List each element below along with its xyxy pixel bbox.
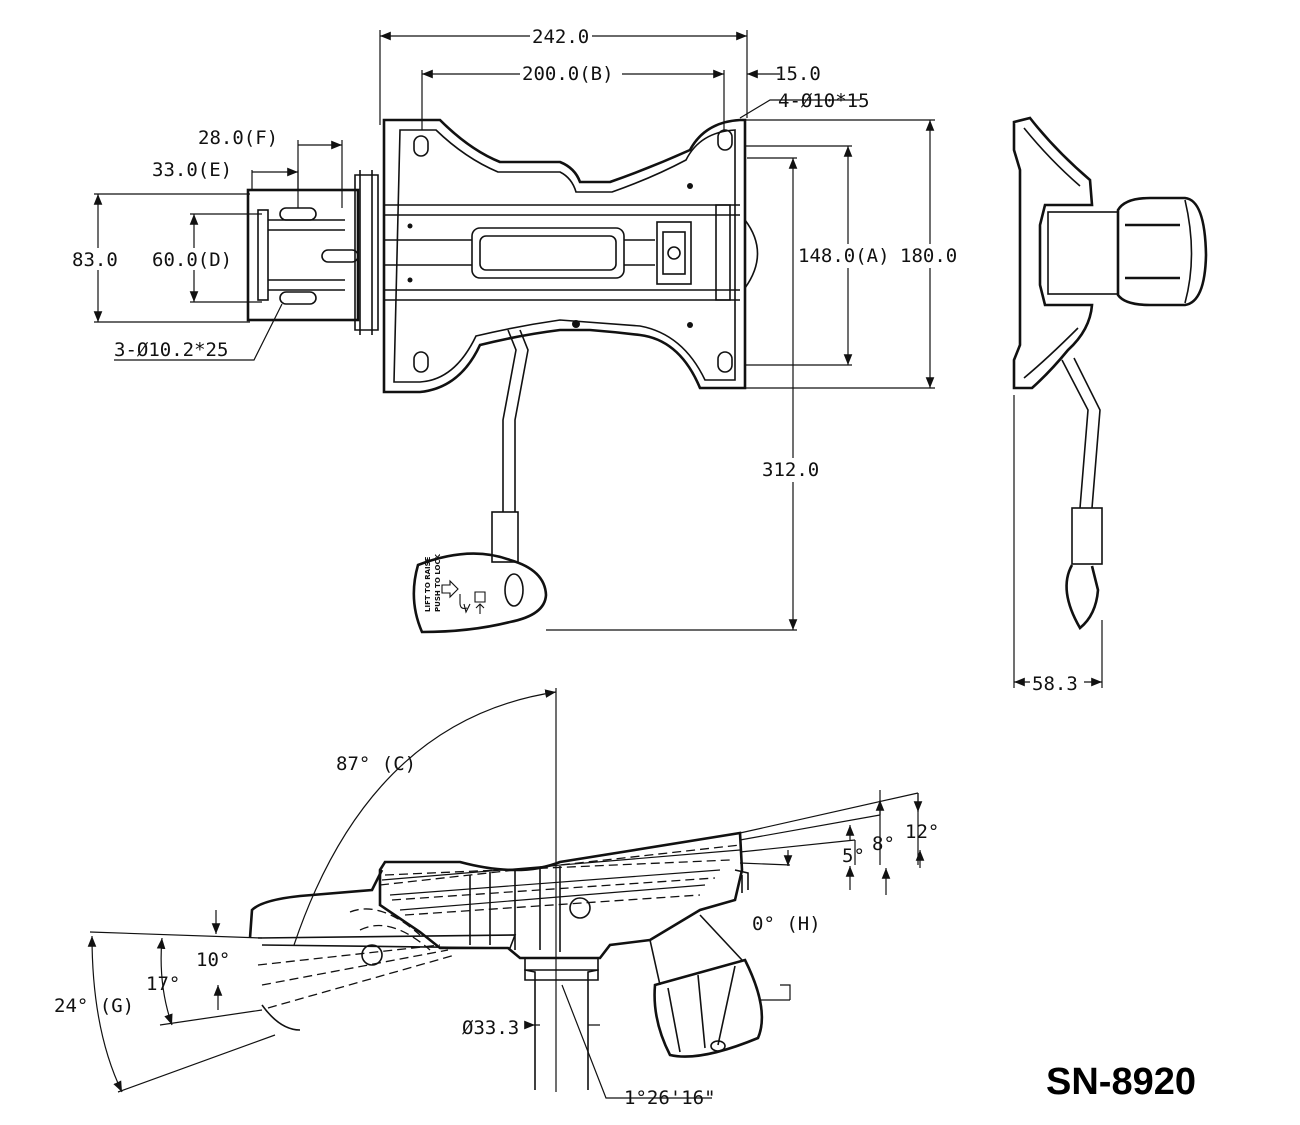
dim-hole-spacing-b: 200.0(B) xyxy=(522,63,614,85)
handle-label-line: PUSH TO LOCK xyxy=(434,553,442,612)
tab-slot xyxy=(279,207,317,221)
handle-label-line: LIFT TO RAISE xyxy=(424,556,432,612)
dim-front-tilt-8: 8° xyxy=(872,833,895,855)
dim-edge-offset: 15.0 xyxy=(775,63,821,85)
tab-slot xyxy=(321,249,359,263)
dim-front-tilt-5: 5° xyxy=(842,845,865,867)
back-tab-profile xyxy=(248,869,384,939)
mount-hole xyxy=(717,351,733,373)
tab-slot xyxy=(279,291,317,305)
dim-mount-holes: 4-Ø10*15 xyxy=(778,90,870,112)
dim-column-diameter: Ø33.3 xyxy=(462,1017,519,1039)
dim-taper-angle: 1°26'16" xyxy=(624,1087,716,1109)
lift-handle-rod xyxy=(502,329,529,512)
dim-handle-reach: 312.0 xyxy=(762,459,819,481)
tilt-view: 87° (C) 5° 8° 12° 0° (H) 10° 17° 24° (G)… xyxy=(54,688,939,1109)
dim-tab-holes: 3-Ø10.2*25 xyxy=(114,339,228,361)
dim-rear-tilt-c: 87° (C) xyxy=(336,753,416,775)
dim-hole-spacing-a: 148.0(A) xyxy=(798,245,890,267)
tilt-handle-knob xyxy=(653,958,764,1058)
handle-arrows-icon xyxy=(441,579,486,614)
top-view: LIFT TO RAISE PUSH TO LOCK 242.0 200.0(B… xyxy=(70,24,960,634)
mount-hole xyxy=(413,351,429,373)
mount-hole xyxy=(717,129,733,151)
dim-rear-24-g: 24° (G) xyxy=(54,995,134,1017)
dim-tab-slot-spacing-d: 60.0(D) xyxy=(152,249,232,271)
dim-tab-height: 83.0 xyxy=(72,249,118,271)
lift-handle-paddle xyxy=(412,552,548,634)
dim-front-tilt-12: 12° xyxy=(905,821,939,843)
dim-handle-offset: 58.3 xyxy=(1032,673,1078,695)
dim-tab-slot-f: 28.0(F) xyxy=(198,127,278,149)
dim-rear-10: 10° xyxy=(196,949,230,971)
dim-overall-depth: 180.0 xyxy=(900,245,957,267)
dim-overall-width: 242.0 xyxy=(532,26,589,48)
dim-tab-slot-e: 33.0(E) xyxy=(152,159,232,181)
gas-column xyxy=(524,958,599,1090)
dim-rear-17: 17° xyxy=(146,973,180,995)
dim-base-angle-h: 0° (H) xyxy=(752,913,821,935)
mount-hole xyxy=(413,135,429,157)
side-plate xyxy=(1012,116,1094,390)
side-view: 58.3 xyxy=(1012,116,1208,695)
lock-block xyxy=(656,221,692,285)
model-number: SN-8920 xyxy=(1046,1061,1196,1103)
side-handle-paddle xyxy=(1065,564,1100,630)
gas-cylinder-mount xyxy=(1047,211,1119,295)
tilt-mechanism-body xyxy=(378,831,744,960)
mechanism-plate xyxy=(382,118,747,394)
